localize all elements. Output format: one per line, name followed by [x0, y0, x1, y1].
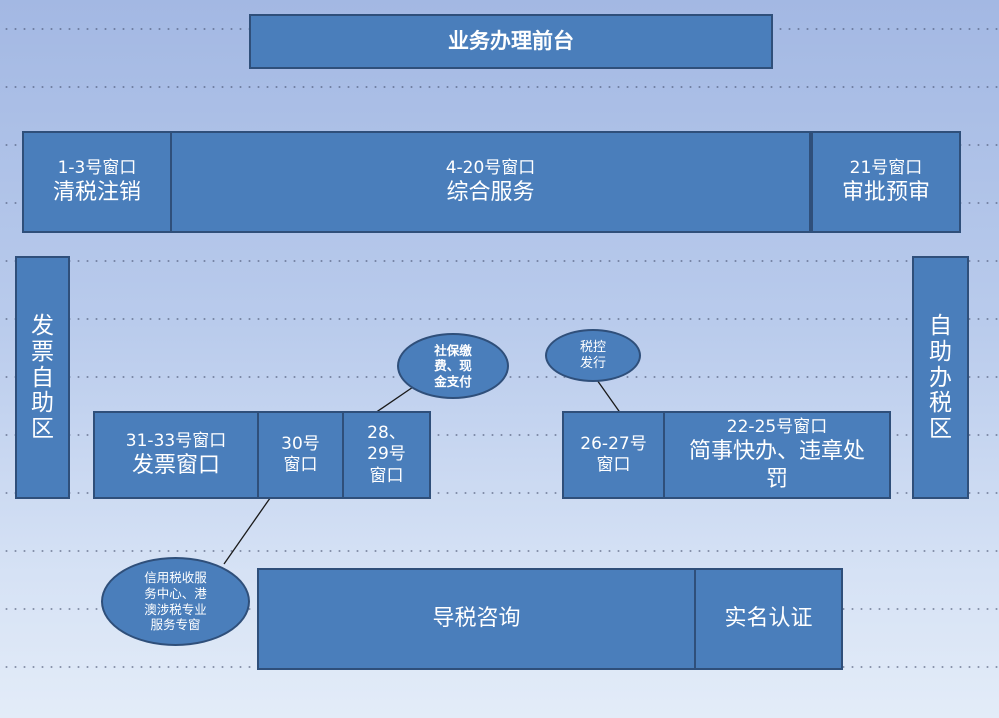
window-28-29-line2: 29号 [367, 444, 406, 465]
social-security-callout: 社保缴 费、现 金支付 [397, 333, 509, 399]
social-callout-line2: 费、现 [434, 358, 472, 374]
window-30-line2: 窗口 [283, 455, 318, 475]
window-28-29-box: 28、 29号 窗口 [343, 411, 431, 499]
credit-service-callout: 信用税收服 务中心、港 澳涉税专业 服务专窗 [101, 557, 250, 646]
front-desk-title-text: 业务办理前台 [448, 29, 574, 54]
callout-line-credit [223, 490, 276, 565]
self-tax-service-zone: 自助办税区 [912, 256, 969, 499]
window-21-service: 审批预审 [841, 179, 930, 205]
window-4-20-service: 综合服务 [446, 179, 535, 205]
credit-callout-line2: 务中心、港 [144, 585, 207, 601]
window-4-20-number: 4-20号窗口 [445, 157, 536, 178]
real-name-auth-label: 实名认证 [724, 606, 813, 632]
window-21-box: 21号窗口 审批预审 [811, 131, 961, 233]
self-tax-service-label: 自助办税区 [929, 312, 952, 443]
window-1-3-number: 1-3号窗口 [57, 157, 137, 178]
tax-control-callout-line2: 发行 [579, 355, 606, 371]
tax-consulting-label: 导税咨询 [432, 606, 521, 632]
window-31-33-service: 发票窗口 [131, 452, 220, 478]
invoice-self-service-label: 发票自助区 [31, 312, 54, 443]
social-callout-line1: 社保缴 [434, 342, 472, 358]
window-1-3-box: 1-3号窗口 清税注销 [22, 131, 172, 233]
window-22-25-service-line2: 罚 [765, 466, 788, 492]
window-22-25-box: 22-25号窗口 简事快办、违章处 罚 [664, 411, 891, 499]
tax-control-callout: 税控 发行 [545, 329, 641, 382]
callout-line-social [374, 384, 417, 414]
window-30-line1: 30号 [281, 433, 320, 454]
credit-callout-line1: 信用税收服 [144, 570, 207, 586]
tax-control-callout-line1: 税控 [579, 339, 606, 355]
credit-callout-line4: 服务专窗 [150, 617, 201, 633]
credit-callout-line3: 澳涉税专业 [144, 601, 207, 617]
window-28-29-line1: 28、 [367, 423, 406, 444]
front-desk-title: 业务办理前台 [249, 14, 773, 69]
social-callout-line3: 金支付 [434, 373, 472, 389]
invoice-self-service-zone: 发票自助区 [15, 256, 70, 499]
window-26-27-box: 26-27号 窗口 [562, 411, 665, 499]
window-21-number: 21号窗口 [849, 157, 923, 178]
window-22-25-service-line1: 简事快办、违章处 [688, 439, 865, 465]
window-31-33-number: 31-33号窗口 [125, 430, 227, 451]
window-1-3-service: 清税注销 [52, 179, 141, 205]
window-4-20-box: 4-20号窗口 综合服务 [171, 131, 811, 233]
window-30-box: 30号 窗口 [258, 411, 344, 499]
window-26-27-line2: 窗口 [596, 455, 631, 475]
window-22-25-number: 22-25号窗口 [726, 416, 828, 437]
window-31-33-box: 31-33号窗口 发票窗口 [93, 411, 259, 499]
real-name-auth-box: 实名认证 [695, 568, 843, 670]
window-26-27-line1: 26-27号 [580, 433, 647, 454]
window-28-29-line3: 窗口 [369, 465, 404, 486]
tax-consulting-box: 导税咨询 [257, 568, 696, 670]
